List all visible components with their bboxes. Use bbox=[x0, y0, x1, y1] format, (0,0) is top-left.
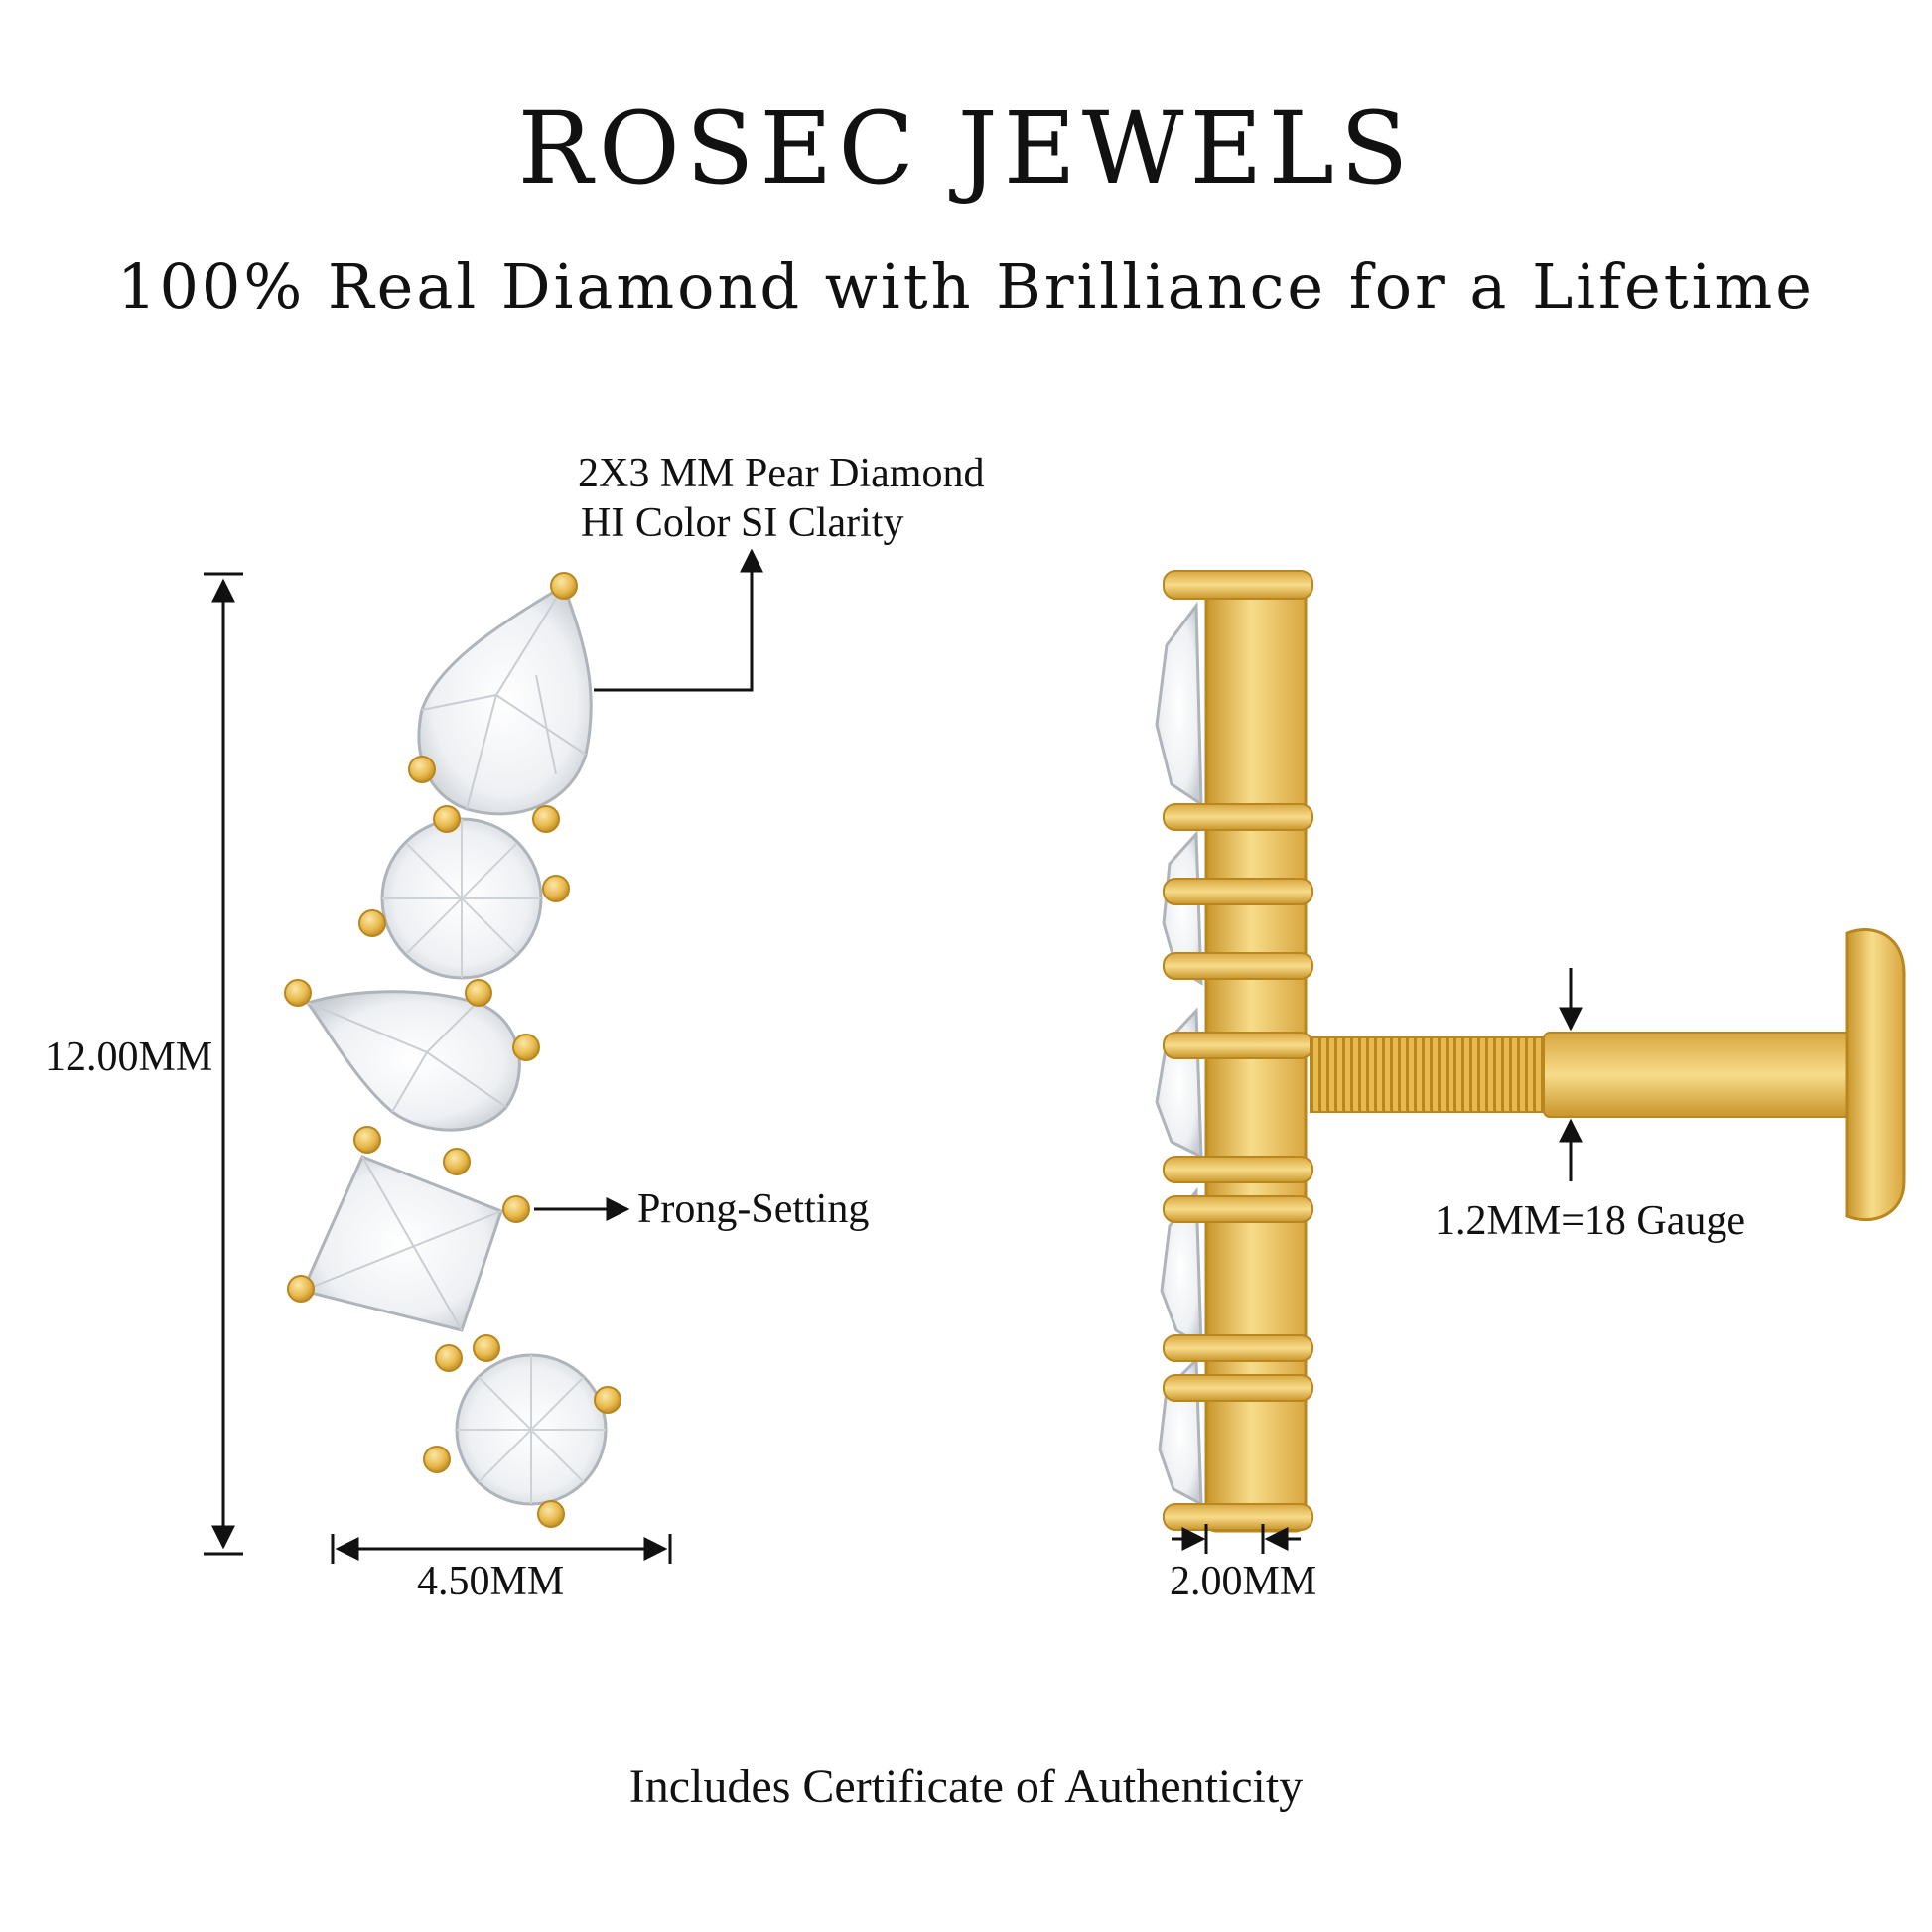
prong-setting-label: Prong-Setting bbox=[637, 1186, 870, 1232]
front-view-earring bbox=[284, 572, 621, 1528]
flat-disc-back bbox=[1845, 928, 1906, 1222]
princess-diamond bbox=[300, 1155, 503, 1332]
depth-dimension-label: 2.00MM bbox=[1170, 1559, 1317, 1604]
pear-diamond-middle bbox=[305, 990, 521, 1132]
width-dimension-label: 4.50MM bbox=[417, 1559, 565, 1604]
side-view-earring bbox=[1155, 570, 1906, 1533]
prongs bbox=[284, 572, 621, 1528]
round-diamond-2 bbox=[455, 1353, 608, 1506]
height-dimension-label: 12.00MM bbox=[45, 1035, 213, 1080]
pear-diamond-top bbox=[417, 583, 593, 816]
certificate-note: Includes Certificate of Authenticity bbox=[628, 1760, 1304, 1813]
stone-grade-label: HI Color SI Clarity bbox=[581, 500, 904, 546]
tagline: 100% Real Diamond with Brilliance for a … bbox=[117, 250, 1815, 323]
side-view-prongs bbox=[1163, 570, 1313, 1531]
dimension-lines bbox=[204, 548, 1583, 1564]
round-diamond-1 bbox=[380, 817, 543, 980]
labret-bar bbox=[1543, 1032, 1867, 1118]
threaded-post bbox=[1310, 1036, 1550, 1113]
brand-title: ROSEC JEWELS bbox=[517, 90, 1415, 207]
gauge-label: 1.2MM=18 Gauge bbox=[1435, 1198, 1745, 1244]
stone-size-label: 2X3 MM Pear Diamond bbox=[578, 451, 985, 496]
side-view-stones bbox=[1155, 601, 1203, 1507]
